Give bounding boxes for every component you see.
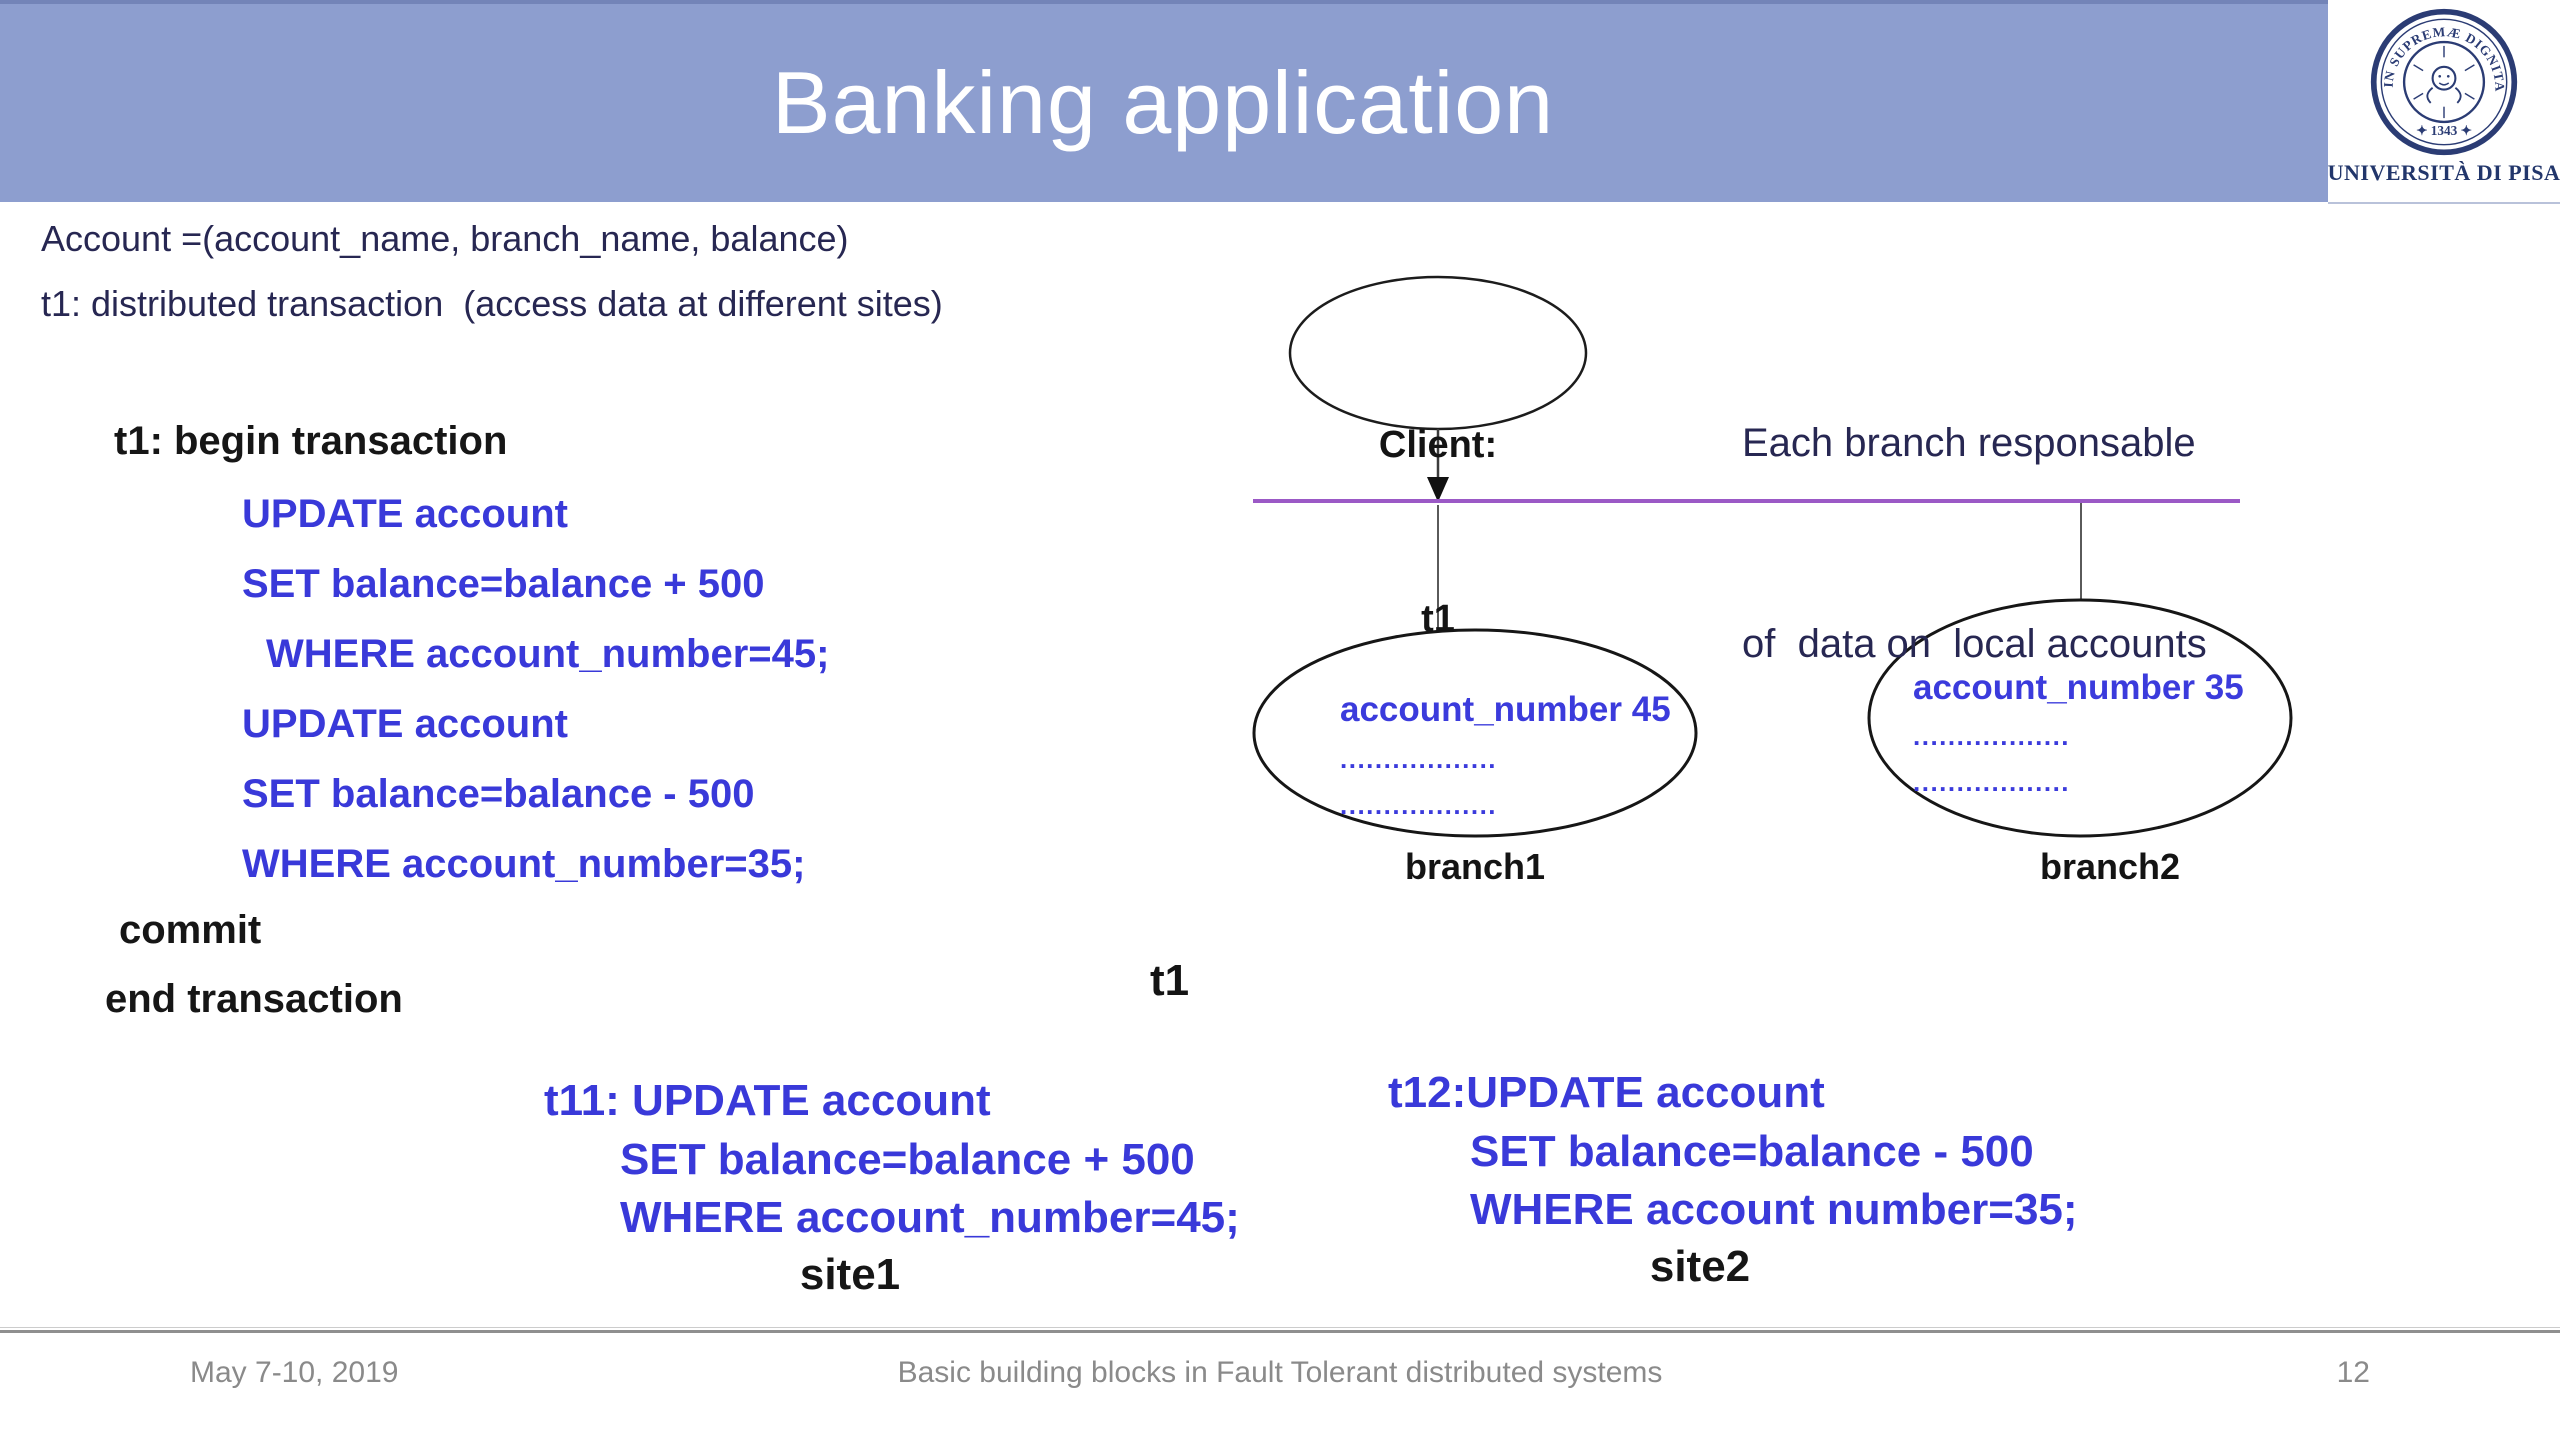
sql-statement: SET balance=balance + 500 <box>242 562 765 606</box>
t11-line3: WHERE account_number=45; <box>620 1193 1240 1242</box>
branch2-dots-row: .................. <box>1913 767 2071 797</box>
client-node-label: Client: t1 <box>1288 300 1588 764</box>
transaction-description: t1: distributed transaction (access data… <box>41 283 943 324</box>
footer-divider <box>0 1330 2560 1333</box>
title-band: Banking application <box>0 0 2560 202</box>
branch2-account: account_number 35 <box>1913 668 2244 707</box>
t1-label: t1 <box>1150 956 1190 1005</box>
sql-begin-transaction: t1: begin transaction <box>114 419 508 463</box>
slide-title: Banking application <box>771 53 1555 152</box>
t11-line2: SET balance=balance + 500 <box>620 1135 1195 1184</box>
branch-note-line2: of data on local accounts <box>1742 622 2207 666</box>
t11-line1: t11: UPDATE account <box>544 1076 991 1125</box>
t12-line2: SET balance=balance - 500 <box>1470 1127 2034 1176</box>
university-name: UNIVERSITÀ DI PISA <box>2327 160 2560 185</box>
sql-statement: UPDATE account <box>242 702 568 746</box>
sql-end-transaction: end transaction <box>105 977 403 1021</box>
branch-note: Each branch responsable of data on local… <box>1742 276 2207 812</box>
branch2-dots-row: .................. <box>1913 721 2071 751</box>
t12-line3: WHERE account number=35; <box>1470 1185 2078 1234</box>
university-seal-icon: IN SUPREMÆ DIGNITATIS ✦ 1343 ✦ <box>2368 6 2518 156</box>
page-number: 12 <box>2336 1356 2370 1389</box>
footer-divider-light <box>0 1327 2560 1328</box>
t12-line1: t12:UPDATE account <box>1388 1068 1825 1117</box>
footer-date: May 7-10, 2019 <box>190 1356 399 1389</box>
branch1-dots-row: .................. <box>1340 744 1498 774</box>
sql-commit: commit <box>119 908 262 952</box>
site2-label: site2 <box>1649 1242 1751 1291</box>
sql-statement: WHERE account_number=35; <box>242 842 806 886</box>
client-label-line2: t1 <box>1421 598 1455 640</box>
sql-statement: WHERE account_number=45; <box>266 632 830 676</box>
university-logo: IN SUPREMÆ DIGNITATIS ✦ 1343 ✦ UNIVERSIT… <box>2328 0 2560 204</box>
sql-statement: UPDATE account <box>242 492 568 536</box>
footer-title: Basic building blocks in Fault Tolerant … <box>897 1356 1663 1389</box>
branch2-label: branch2 <box>2039 846 2181 887</box>
seal-cherub-icon <box>2413 45 2475 119</box>
branch1-account: account_number 45 <box>1340 690 1671 729</box>
client-label-line1: Client: <box>1378 424 1498 466</box>
sql-statement: SET balance=balance - 500 <box>242 772 755 816</box>
branch-note-line1: Each branch responsable <box>1742 421 2196 465</box>
site1-label: site1 <box>799 1250 901 1299</box>
schema-definition: Account =(account_name, branch_name, bal… <box>41 218 849 259</box>
branch1-dots-row: .................. <box>1340 790 1498 820</box>
seal-year: ✦ 1343 ✦ <box>2416 123 2472 138</box>
branch1-label: branch1 <box>1404 846 1546 887</box>
